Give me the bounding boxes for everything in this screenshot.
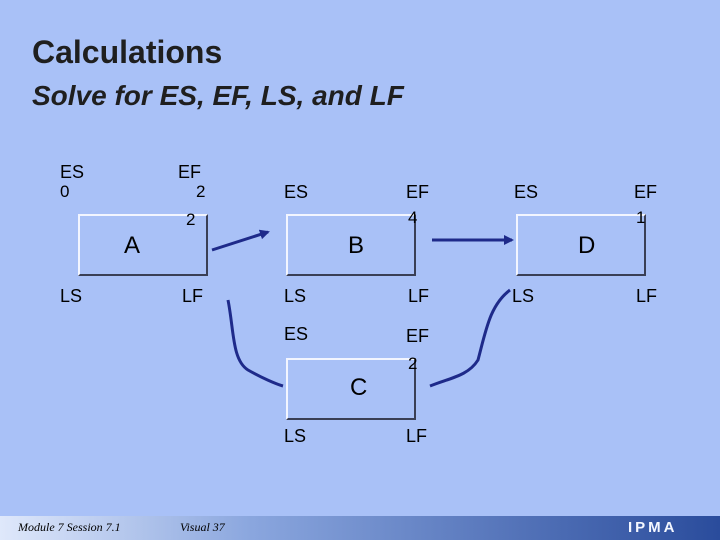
node-d-lf-label: LF bbox=[636, 286, 658, 306]
node-b-box bbox=[286, 214, 416, 276]
node-a-ef-label: EF bbox=[178, 162, 202, 182]
node-b-es-label: ES bbox=[284, 182, 309, 202]
node-c-name: C bbox=[350, 374, 368, 401]
node-b-duration: 4 bbox=[408, 208, 418, 227]
node-d-es-label: ES bbox=[514, 182, 539, 202]
node-a-es-label: ES bbox=[60, 162, 85, 182]
edge-a-c bbox=[226, 299, 284, 388]
node-a-lf-label: LF bbox=[182, 286, 204, 306]
node-d-duration: 1 bbox=[636, 208, 646, 227]
node-b-lf-label: LF bbox=[408, 286, 430, 306]
node-b-ls-label: LS bbox=[284, 286, 307, 306]
node-a-ef-value: 2 bbox=[196, 182, 206, 201]
edge-c-d bbox=[429, 288, 511, 388]
node-c-duration: 2 bbox=[408, 354, 418, 373]
footer-module: Module 7 Session 7.1 bbox=[18, 520, 121, 534]
node-d-box bbox=[516, 214, 646, 276]
footer-bar bbox=[0, 516, 720, 540]
node-a-ls-label: LS bbox=[60, 286, 83, 306]
node-c-box bbox=[286, 358, 416, 420]
node-a-duration: 2 bbox=[186, 210, 196, 229]
node-d-name: D bbox=[578, 232, 596, 259]
node-d-ef-label: EF bbox=[634, 182, 658, 202]
slide-title: Calculations bbox=[32, 34, 223, 70]
node-c-es-label: ES bbox=[284, 324, 309, 344]
node-a-es-value: 0 bbox=[60, 182, 70, 201]
node-a-box bbox=[78, 214, 208, 276]
node-c-lf-label: LF bbox=[406, 426, 428, 446]
node-d-ls-label: LS bbox=[512, 286, 535, 306]
edge-a-b bbox=[211, 229, 270, 252]
node-c-ef-label: EF bbox=[406, 326, 430, 346]
node-a-name: A bbox=[124, 232, 141, 259]
node-b-ef-label: EF bbox=[406, 182, 430, 202]
footer-visual: Visual 37 bbox=[180, 520, 225, 534]
node-b-name: B bbox=[348, 232, 365, 259]
ipma-logo: IPMA bbox=[628, 519, 678, 536]
node-c-ls-label: LS bbox=[284, 426, 307, 446]
slide-subtitle: Solve for ES, EF, LS, and LF bbox=[32, 80, 404, 111]
